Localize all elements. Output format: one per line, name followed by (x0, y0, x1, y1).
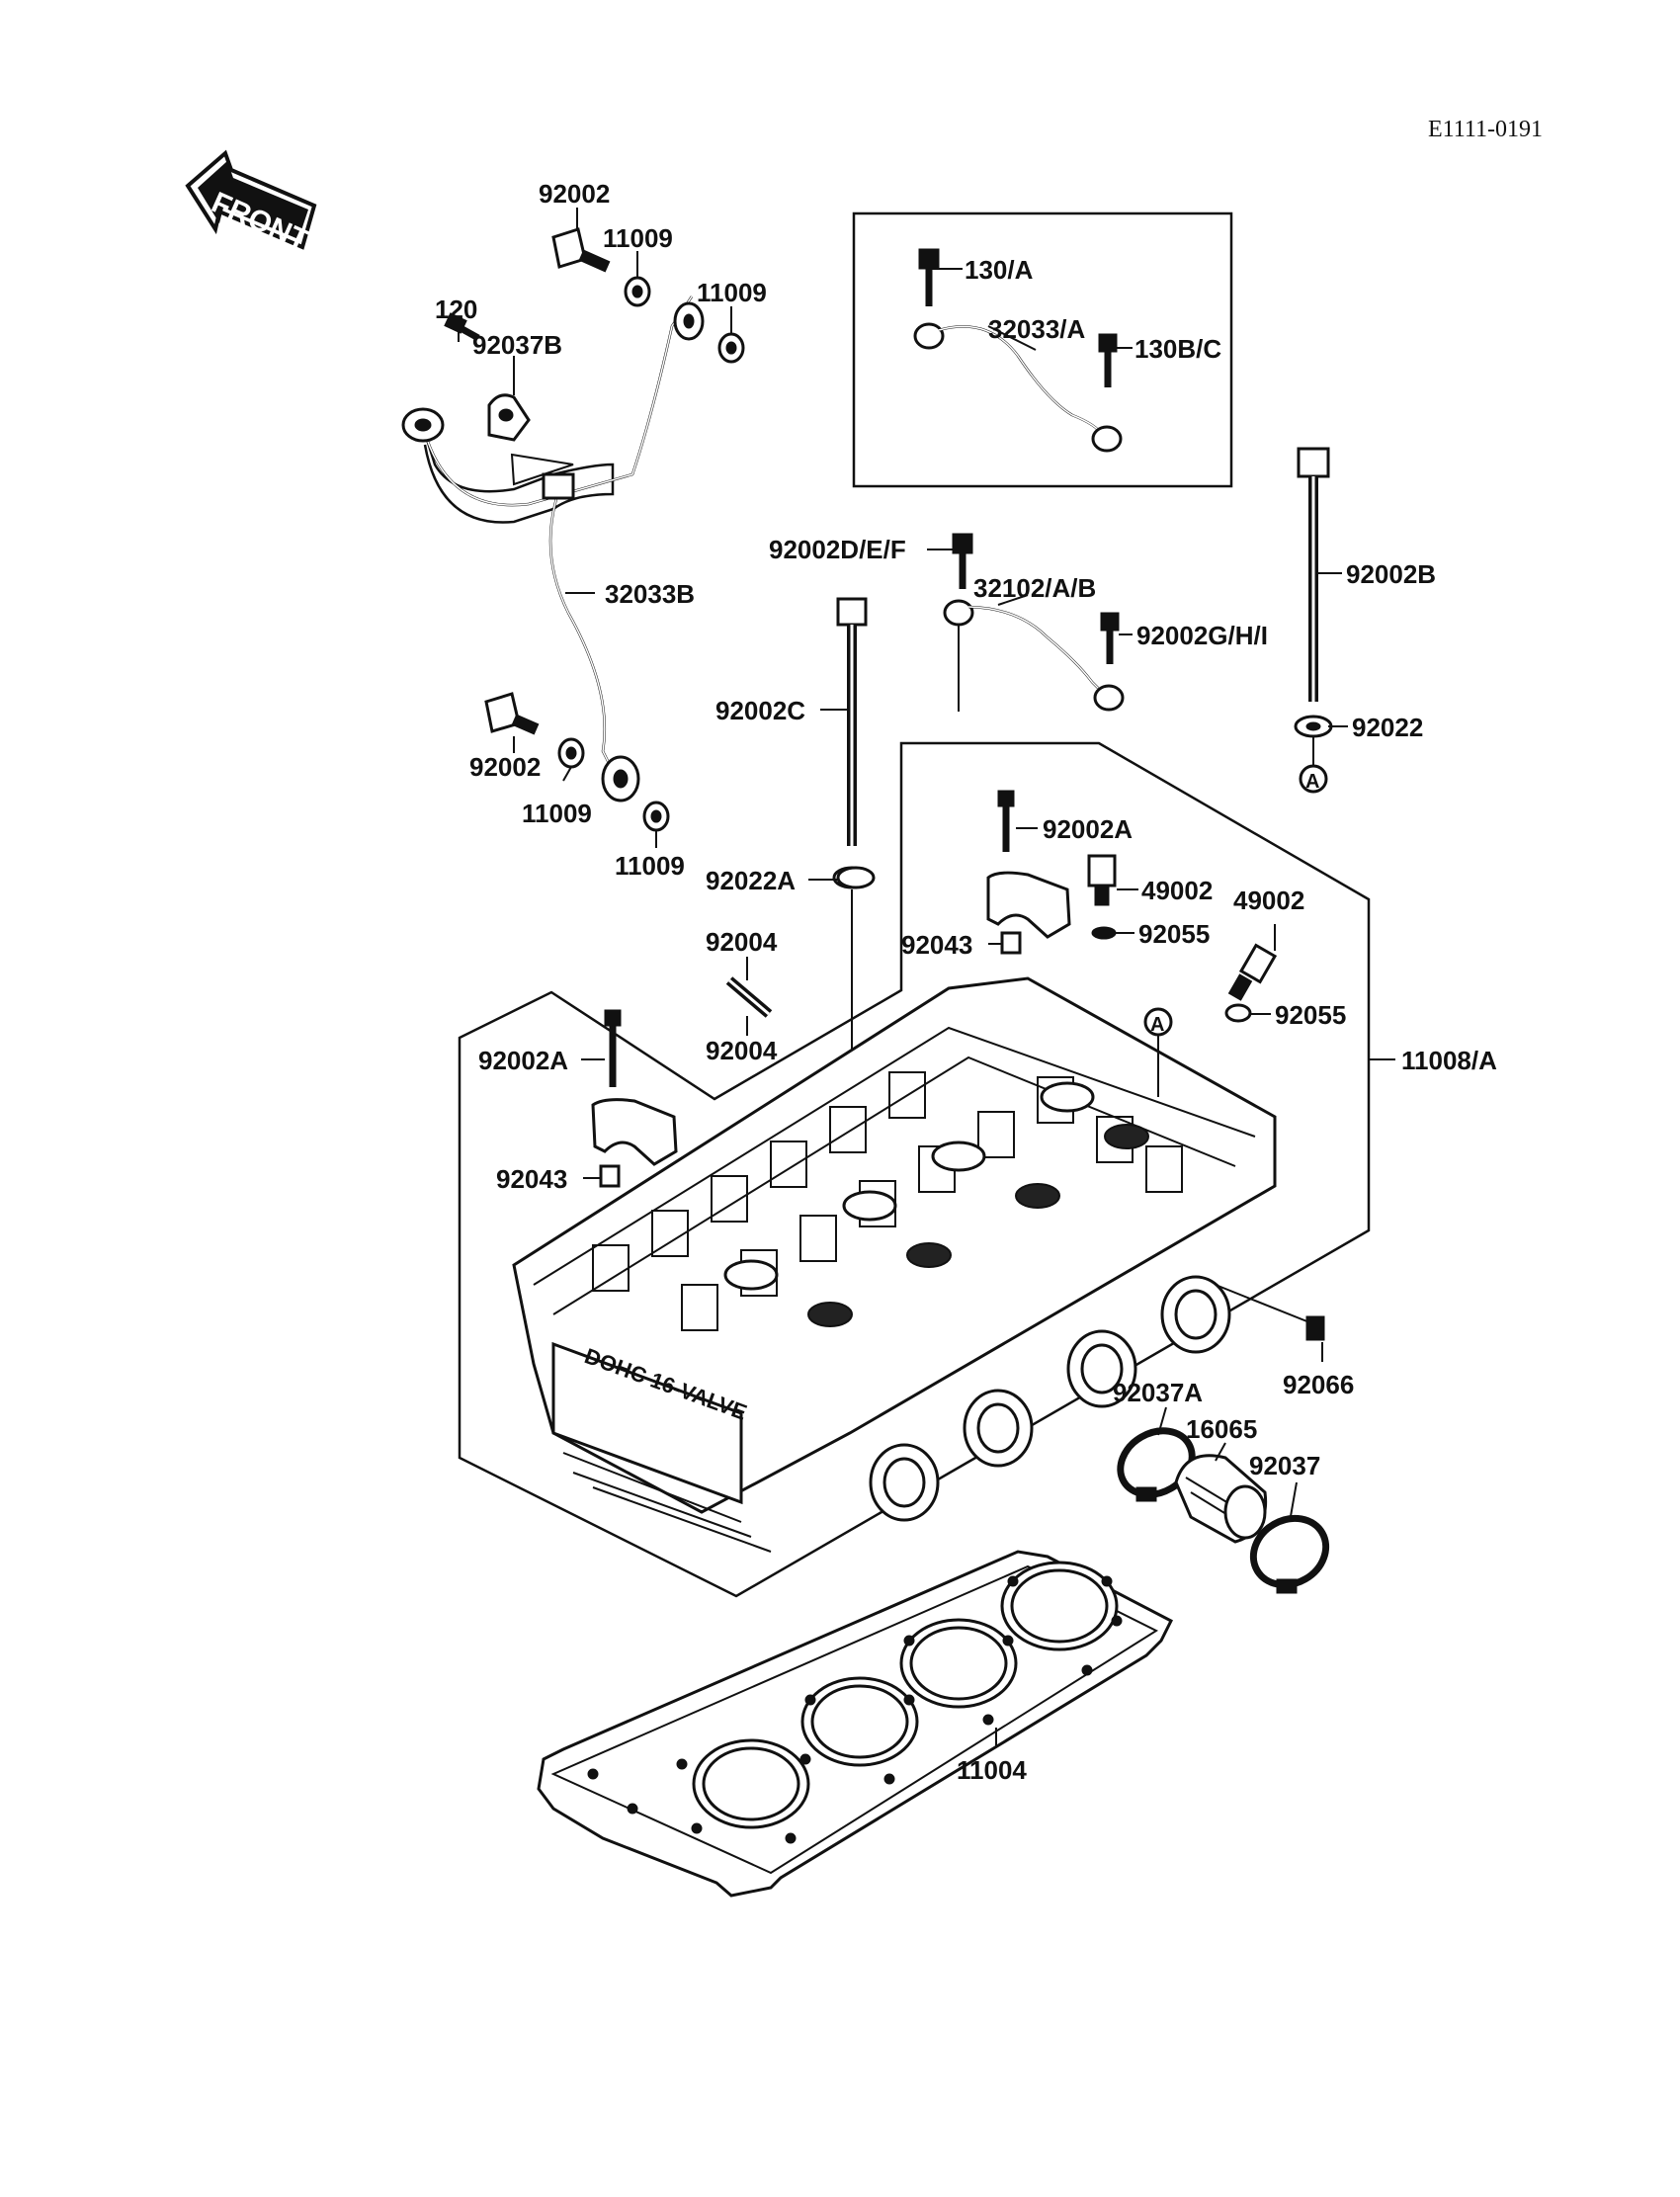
label-49002-b: 49002 (1233, 886, 1304, 915)
washer-11009-c (557, 737, 585, 769)
label-16065: 16065 (1186, 1414, 1257, 1444)
washer-92022A (836, 866, 876, 889)
washer-11009-d (642, 801, 670, 832)
inset-pipe-32033A (913, 248, 1123, 453)
label-92037: 92037 (1249, 1451, 1320, 1480)
ref-marker-a-1: A (1299, 764, 1328, 794)
inset-box (852, 211, 1233, 488)
label-92002C: 92002C (715, 696, 805, 725)
clamp-92037A (1117, 1427, 1196, 1502)
head-gasket-11004 (537, 1550, 1174, 1898)
label-92002A-right: 92002A (1043, 814, 1133, 844)
label-11009-d: 11009 (615, 851, 685, 881)
label-11004: 11004 (957, 1755, 1027, 1785)
label-92002DEF: 92002D/E/F (769, 535, 906, 564)
sensor-49002-b (1227, 943, 1278, 1001)
sensor-49002-a (1087, 854, 1117, 906)
label-92002A-left: 92002A (478, 1046, 568, 1075)
plug-92066 (1215, 1284, 1325, 1341)
label-92043-right: 92043 (901, 930, 972, 960)
label-92002GHI: 92002G/H/I (1136, 621, 1268, 650)
banjo-bolt-92002-mid (484, 692, 540, 735)
label-92043-left: 92043 (496, 1164, 567, 1194)
label-11009-b: 11009 (697, 278, 767, 307)
clamp-92037 (1249, 1514, 1330, 1594)
label-11009-a: 11009 (603, 223, 673, 253)
washer-11009-b (717, 332, 745, 364)
label-92055-b: 92055 (1275, 1000, 1346, 1030)
oil-pipe-32102 (943, 533, 1125, 712)
label-92002B: 92002B (1346, 559, 1436, 589)
oil-pipe-32033B (401, 296, 705, 803)
cam-cap-left (591, 1009, 678, 1166)
cam-cap-right (986, 790, 1071, 939)
label-92037A: 92037A (1113, 1378, 1203, 1407)
banjo-bolt-92002-top (551, 227, 611, 273)
label-32033A: 32033/A (988, 314, 1086, 344)
label-120: 120 (435, 295, 477, 324)
label-92004-a: 92004 (706, 927, 778, 957)
label-130A: 130/A (965, 255, 1034, 285)
label-92022: 92022 (1352, 713, 1423, 742)
front-arrow-icon: FRONT (185, 149, 317, 257)
bolt-120 (444, 312, 480, 342)
label-92055-a: 92055 (1138, 919, 1210, 949)
diagram-code: E1111-0191 (1428, 117, 1543, 142)
label-49002-a: 49002 (1141, 876, 1213, 905)
stud-bolt-92002B (1294, 447, 1333, 738)
cylinder-head-11008A: DOHC 16-VALVE (512, 976, 1277, 1553)
label-32033B: 32033B (605, 579, 695, 609)
label-11009-c: 11009 (522, 799, 592, 828)
holder-16065 (1174, 1454, 1268, 1544)
label-130BC: 130B/C (1134, 334, 1221, 364)
stud-92004 (725, 976, 773, 1018)
stud-bolt-92002C (832, 597, 872, 1067)
svg-text:A: A (1150, 1014, 1164, 1036)
label-11008A: 11008/A (1401, 1046, 1497, 1075)
label-92066: 92066 (1283, 1370, 1354, 1399)
label-92002-top: 92002 (539, 179, 610, 209)
oring-92055-b (1224, 1003, 1252, 1023)
label-92037B: 92037B (472, 330, 562, 360)
label-92004-b: 92004 (706, 1036, 778, 1065)
dowel-92043-left (599, 1164, 621, 1188)
dowel-92043-right (1000, 931, 1022, 955)
svg-text:A: A (1305, 771, 1319, 793)
bracket-92037B (487, 393, 531, 442)
ref-marker-a-2: A (1143, 1007, 1173, 1097)
label-92002-mid: 92002 (469, 752, 541, 782)
label-92022A: 92022A (706, 866, 796, 895)
head-assembly-outline (458, 741, 1371, 1598)
leader-lines (458, 208, 1395, 1747)
label-32102AB: 32102/A/B (973, 573, 1096, 603)
part-labels: 92002 11009 11009 120 92037B 32033B 9200… (435, 179, 1497, 1785)
washer-11009-a (624, 276, 651, 307)
